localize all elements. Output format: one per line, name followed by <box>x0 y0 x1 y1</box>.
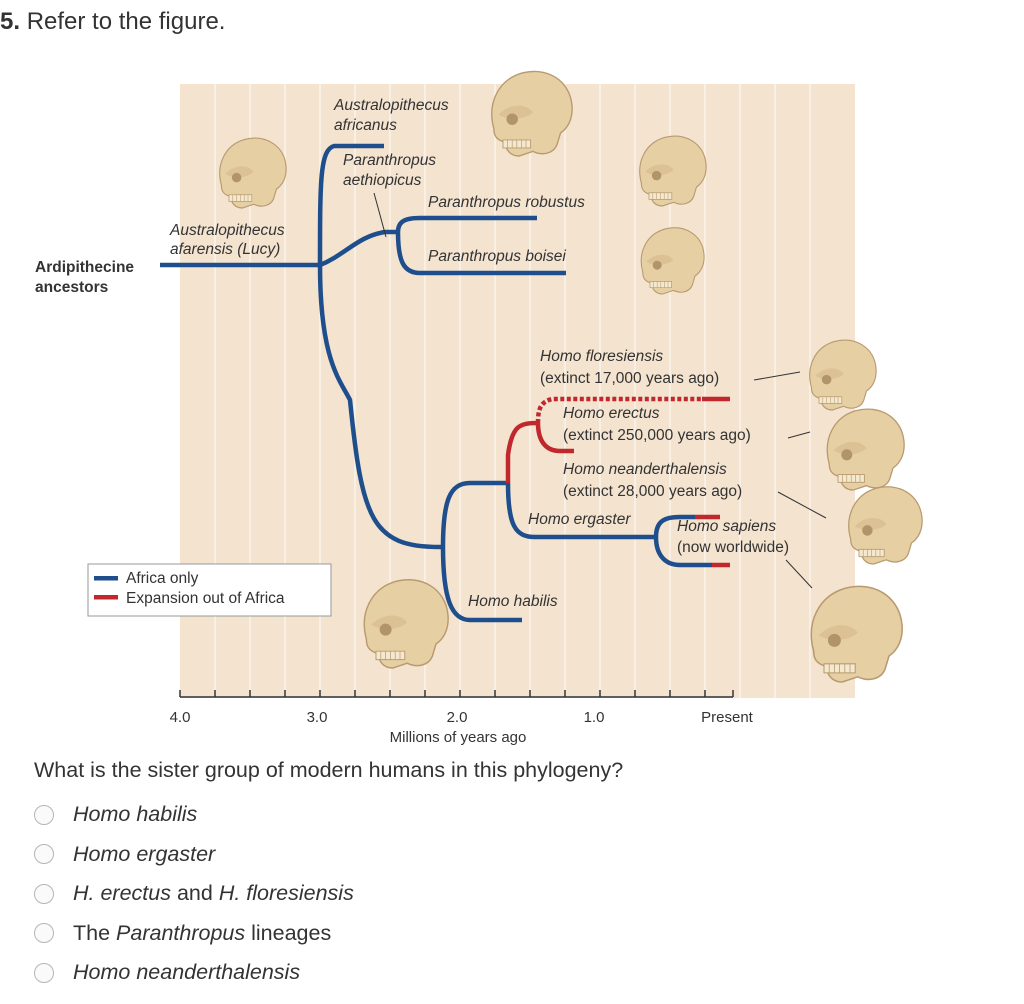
answer-option[interactable]: H. erectus and H. floresiensis <box>34 874 354 914</box>
answer-option-text: Homo ergaster <box>73 841 216 866</box>
answer-option[interactable]: Homo ergaster <box>34 835 354 875</box>
answer-option-text: Paranthropus <box>116 920 246 945</box>
radio-button[interactable] <box>34 923 54 944</box>
branch-habilis <box>440 546 522 623</box>
branch-erectus-stem <box>505 420 539 483</box>
branch-upper-homo <box>440 480 508 548</box>
label-afarensis: Australopithecus afarensis (Lucy) <box>169 222 289 258</box>
answer-option-label: The Paranthropus lineages <box>73 921 331 946</box>
label-africanus: Australopithecus africanus <box>333 97 453 134</box>
time-axis: 4.0 3.0 2.0 1.0 Present Millions of year… <box>170 690 754 746</box>
answer-option-text: and <box>170 881 219 906</box>
branch-floresiensis <box>535 396 702 424</box>
branch-sapiens-africa <box>653 536 712 568</box>
question-text: What is the sister group of modern human… <box>34 758 624 782</box>
label-ergaster: Homo ergaster <box>528 511 631 528</box>
label-erectus: Homo erectus (extinct 250,000 years ago) <box>563 405 751 444</box>
tick-label: Present <box>701 709 754 726</box>
answer-option-label: Homo ergaster <box>73 842 215 867</box>
label-floresiensis: Homo floresiensis (extinct 17,000 years … <box>540 348 719 387</box>
branch-erectus-neander <box>535 422 574 454</box>
radio-button[interactable] <box>34 883 54 904</box>
branch-boisei <box>395 231 566 276</box>
answer-option-text: H. floresiensis <box>218 881 354 906</box>
label-habilis: Homo habilis <box>468 593 558 610</box>
leader-lines <box>373 192 827 589</box>
radio-button[interactable] <box>34 844 54 865</box>
africa-branches <box>160 143 712 623</box>
question-header: 5. Refer to the figure. <box>0 8 225 36</box>
label-boisei: Paranthropus boisei <box>428 248 566 265</box>
legend-expansion-label: Expansion out of Africa <box>126 590 285 607</box>
answer-option-text: lineages <box>245 920 332 945</box>
answer-option-text: Homo habilis <box>73 802 198 827</box>
tick-label: 3.0 <box>307 709 328 726</box>
phylogeny-figure: Ardipithecine ancestors Australopithecus… <box>35 70 923 746</box>
branch-main-split <box>317 143 384 266</box>
answer-option-text: Homo neanderthalensis <box>73 960 301 985</box>
tick-label: 4.0 <box>170 709 191 726</box>
legend: Africa only Expansion out of Africa <box>87 563 332 617</box>
answer-option[interactable]: Homo neanderthalensis <box>34 953 354 993</box>
radio-button[interactable] <box>34 804 54 825</box>
answer-option-text: The <box>73 920 117 945</box>
skull-floresiensis-icon <box>809 339 877 411</box>
label-aethiopicus: Paranthropus aethiopicus <box>343 152 440 189</box>
skull-erectus-icon <box>826 408 905 491</box>
tick-label: 1.0 <box>584 709 605 726</box>
branch-to-homo <box>317 264 441 550</box>
legend-expansion-swatch <box>94 595 118 600</box>
expansion-branches <box>505 396 730 568</box>
branch-ergaster <box>505 482 656 540</box>
branch-robustus <box>395 215 537 233</box>
legend-africa-label: Africa only <box>126 570 199 587</box>
question-prompt: Refer to the figure. <box>26 8 226 35</box>
root-label: Ardipithecine ancestors <box>35 259 138 296</box>
answer-option-label: Homo neanderthalensis <box>73 960 300 985</box>
answer-option-label: Homo habilis <box>73 802 197 827</box>
tick-label: 2.0 <box>447 709 468 726</box>
axis-label: Millions of years ago <box>390 729 527 746</box>
answer-option-label: H. erectus and H. floresiensis <box>73 881 354 906</box>
question-number: 5. <box>0 8 21 35</box>
radio-button[interactable] <box>34 962 54 983</box>
skull-sapiens-icon <box>810 585 903 683</box>
answer-option[interactable]: The Paranthropus lineages <box>34 914 354 954</box>
label-robustus: Paranthropus robustus <box>428 194 585 211</box>
legend-africa-swatch <box>94 576 118 581</box>
branch-sapiens-node <box>653 514 695 538</box>
label-sapiens: Homo sapiens (now worldwide) <box>677 518 789 556</box>
answer-option[interactable]: Homo habilis <box>34 795 354 835</box>
label-neanderthalensis: Homo neanderthalensis (extinct 28,000 ye… <box>563 461 742 500</box>
answer-option-text: H. erectus <box>73 881 171 906</box>
skull-neanderthalensis-icon <box>848 486 923 565</box>
